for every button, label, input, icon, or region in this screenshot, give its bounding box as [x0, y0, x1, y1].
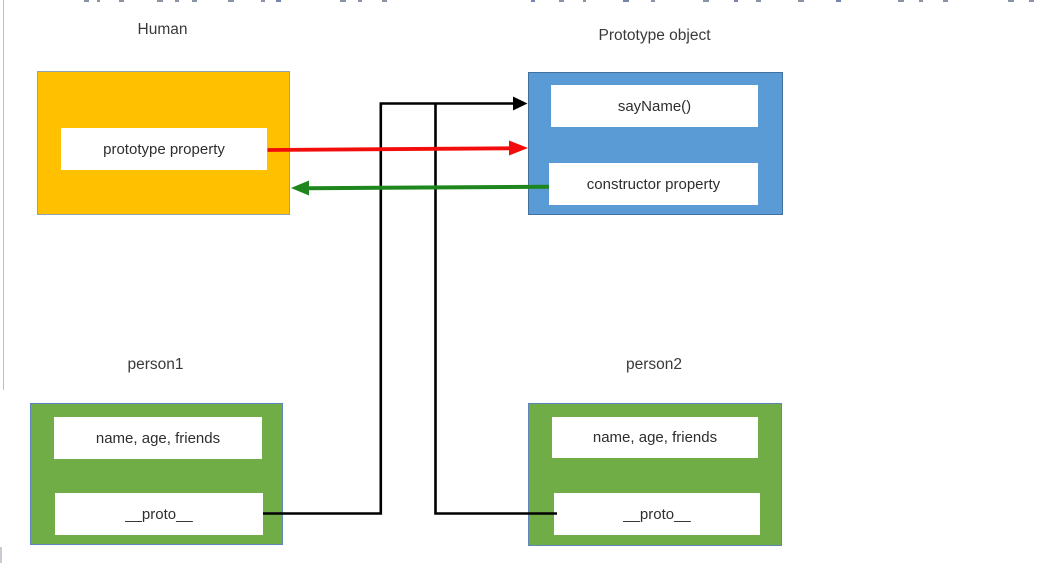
prototype-sayname-slot: sayName() — [551, 85, 758, 127]
person2-fields-slot: name, age, friends — [552, 417, 758, 458]
person1-title: person1 — [127, 356, 184, 373]
human-prototype-property-slot: prototype property — [61, 128, 267, 170]
person1-proto-arrowhead-icon — [513, 96, 528, 111]
page-left-border-fragment — [0, 547, 2, 563]
person1-proto-connector — [263, 102, 515, 515]
constructor-property-arrowhead-icon — [291, 180, 309, 196]
prototype-constructor-property-slot: constructor property — [549, 163, 758, 205]
person1-fields-slot: name, age, friends — [54, 417, 262, 459]
prototype-object-title: Prototype object — [598, 27, 711, 44]
person1-proto-slot: __proto__ — [55, 493, 263, 535]
human-title: Human — [137, 21, 188, 38]
page-left-border — [3, 0, 4, 390]
prototype-property-arrow — [267, 146, 512, 152]
person2-proto-slot: __proto__ — [554, 493, 760, 535]
prototype-property-arrowhead-icon — [509, 140, 528, 156]
constructor-property-arrow — [307, 184, 550, 191]
person2-title: person2 — [625, 356, 682, 373]
